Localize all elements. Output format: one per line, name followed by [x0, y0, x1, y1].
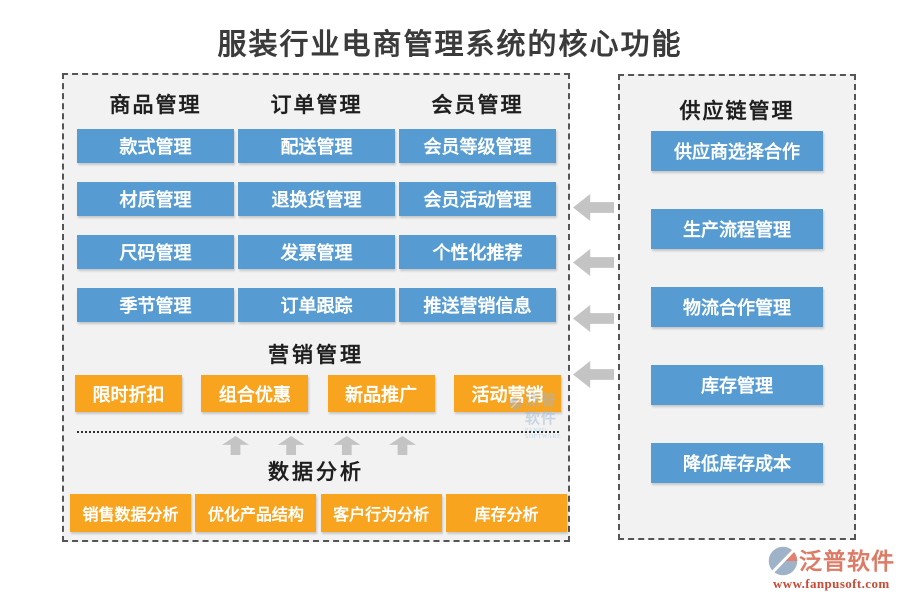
supply-chain-header: 供应链管理	[679, 99, 795, 123]
dotted-divider	[77, 431, 559, 433]
feature-order-tracking: 订单跟踪	[238, 288, 395, 322]
feature-limited-time-discount: 限时折扣	[75, 375, 182, 412]
arrow-up-icon	[222, 436, 249, 455]
watermark-subtext: FANPU SOFTWARE	[524, 428, 562, 440]
feature-season-management: 季节管理	[77, 288, 234, 322]
arrow-left-icon	[573, 361, 614, 388]
feature-delivery-management: 配送管理	[238, 129, 395, 163]
feature-member-activity-management: 会员活动管理	[399, 182, 556, 216]
feature-style-management: 款式管理	[77, 129, 234, 163]
column-header-order: 订单管理	[270, 93, 363, 117]
core-functions-panel: 商品管理 订单管理 会员管理 款式管理 配送管理 会员等级管理 材质管理 退换货…	[62, 73, 570, 542]
feature-event-marketing: 活动营销	[453, 375, 561, 412]
analysis-feature-row: 销售数据分析 优化产品结构 客户行为分析 库存分析	[70, 494, 567, 532]
feature-inventory-management: 库存管理	[651, 365, 823, 405]
arrow-up-icon	[277, 436, 305, 455]
feature-reduce-inventory-cost: 降低库存成本	[651, 443, 823, 483]
feature-product-structure-optimization: 优化产品结构	[195, 494, 317, 532]
column-header-product: 商品管理	[109, 93, 202, 117]
supply-chain-list: 供应商选择合作 生产流程管理 物流合作管理 库存管理 降低库存成本	[620, 131, 854, 483]
feature-production-process-management: 生产流程管理	[651, 209, 823, 249]
feature-material-management: 材质管理	[77, 182, 234, 216]
arrow-up-icon	[333, 436, 361, 455]
brand-url: www.fanpusoft.com	[773, 576, 890, 591]
brand-name: 泛普软件	[799, 548, 895, 574]
feature-push-marketing-info: 推送营销信息	[399, 288, 556, 322]
arrow-left-icon	[573, 194, 614, 221]
brand-logo-top: 泛普软件	[768, 546, 895, 576]
brand-logo: 泛普软件 www.fanpusoft.com	[768, 546, 895, 592]
feature-new-product-promotion: 新品推广	[327, 375, 435, 412]
feature-return-exchange-management: 退换货管理	[238, 182, 395, 216]
marketing-feature-row: 限时折扣 组合优惠 新品推广 活动营销	[75, 375, 561, 412]
up-arrow-row	[222, 436, 416, 455]
feature-supplier-selection-cooperation: 供应商选择合作	[651, 131, 823, 171]
feature-logistics-cooperation-management: 物流合作管理	[651, 287, 823, 327]
arrow-left-icon	[573, 249, 614, 276]
feature-member-level-management: 会员等级管理	[399, 129, 556, 163]
feature-inventory-analysis: 库存分析	[445, 494, 567, 532]
marketing-section-header: 营销管理	[268, 343, 364, 367]
arrow-up-icon	[388, 436, 416, 455]
fanpu-logo-icon	[768, 546, 798, 576]
feature-size-management: 尺码管理	[77, 235, 234, 269]
feature-sales-data-analysis: 销售数据分析	[70, 494, 191, 532]
feature-invoice-management: 发票管理	[238, 235, 395, 269]
column-header-member: 会员管理	[431, 93, 524, 117]
arrow-left-icon	[573, 305, 614, 332]
supply-chain-panel: 供应链管理 供应商选择合作 生产流程管理 物流合作管理 库存管理 降低库存成本	[618, 74, 856, 540]
analysis-section-header: 数据分析	[268, 460, 364, 484]
feature-bundle-offer: 组合优惠	[201, 375, 309, 412]
feature-customer-behavior-analysis: 客户行为分析	[320, 494, 442, 532]
column-headers: 商品管理 订单管理 会员管理	[77, 89, 557, 119]
feature-personalized-recommendation: 个性化推荐	[399, 235, 556, 269]
feature-grid: 款式管理 配送管理 会员等级管理 材质管理 退换货管理 会员活动管理 尺码管理 …	[77, 129, 557, 322]
page-title: 服装行业电商管理系统的核心功能	[217, 29, 683, 61]
